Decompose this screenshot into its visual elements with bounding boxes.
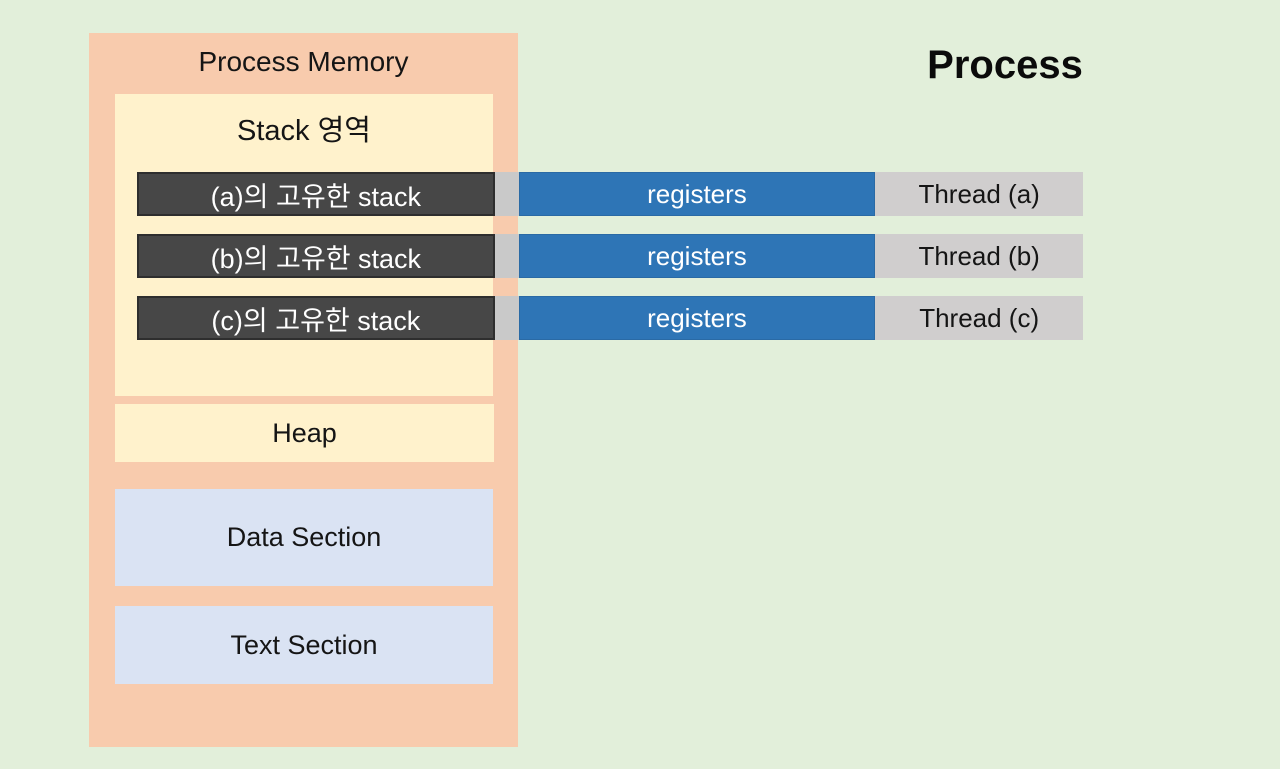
thread-b-registers-bar: registers [518,234,876,278]
thread-b-label-bar: Thread (b) [875,234,1083,278]
text-section-label: Text Section [230,629,378,660]
thread-row-c: (c)의 고유한 stack registers Thread (c) [137,296,1083,340]
thread-a-stack-bar: (a)의 고유한 stack [137,172,495,216]
thread-c-label-bar: Thread (c) [875,296,1083,340]
thread-b-stack-bar: (b)의 고유한 stack [137,234,495,278]
thread-b-label: Thread (b) [918,240,1040,271]
thread-c-registers-label: registers [647,302,747,333]
data-section-label: Data Section [226,522,382,552]
thread-c-label: Thread (c) [919,302,1040,333]
thread-c-connector [494,296,519,340]
process-title: Process [927,43,1083,87]
thread-b-stack-label: (b)의 고유한 stack [210,243,422,274]
thread-a-registers-bar: registers [518,172,876,216]
data-section-box: Data Section [115,489,493,586]
stack-region-title: Stack 영역 [237,115,371,147]
thread-a-label-bar: Thread (a) [875,172,1083,216]
thread-a-stack-label: (a)의 고유한 stack [210,181,422,212]
thread-a-connector [494,172,519,216]
thread-b-registers-label: registers [647,240,747,271]
thread-c-stack-label: (c)의 고유한 stack [211,305,421,336]
process-memory-title: Process Memory [198,46,409,77]
heap-label: Heap [272,417,337,448]
thread-c-registers-bar: registers [518,296,876,340]
thread-a-registers-label: registers [647,178,747,209]
heap-box: Heap [115,404,494,462]
thread-row-a: (a)의 고유한 stack registers Thread (a) [137,172,1083,216]
thread-c-stack-bar: (c)의 고유한 stack [137,296,495,340]
text-section-box: Text Section [115,606,493,684]
thread-a-label: Thread (a) [918,178,1040,209]
thread-row-b: (b)의 고유한 stack registers Thread (b) [137,234,1083,278]
thread-b-connector [494,234,519,278]
